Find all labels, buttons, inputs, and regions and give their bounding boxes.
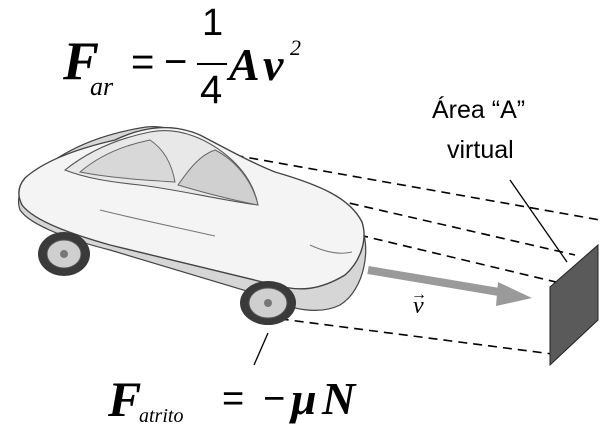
area-symbol: A (229, 39, 260, 90)
fraction-bar (197, 63, 227, 65)
velocity-exponent: 2 (290, 35, 301, 60)
fraction-denominator: 4 (200, 68, 223, 112)
fraction-numerator: 1 (202, 2, 224, 44)
air-force-symbol: F (63, 31, 100, 91)
area-label-line1: Área “A” (432, 96, 526, 124)
normal-force-symbol: N (322, 373, 356, 424)
friction-minus-sign: − (263, 378, 286, 420)
friction-leader-line (253, 332, 269, 366)
airflow-line-lower-mid (329, 227, 561, 284)
virtual-area-panel (549, 243, 599, 367)
velocity-symbol: v (263, 39, 284, 90)
friction-coefficient-symbol: μ (291, 373, 317, 424)
airflow-line-top (204, 149, 601, 221)
airflow-line-bottom (249, 314, 561, 356)
rear-wheel (38, 232, 90, 276)
friction-equals-sign: = (222, 378, 245, 420)
velocity-vector-arrow: → (411, 286, 427, 303)
velocity-label-symbol: v (413, 293, 424, 319)
friction-force-subscript: atrito (139, 405, 184, 427)
friction-force-symbol: F (108, 371, 142, 427)
front-wheel (240, 281, 296, 325)
air-equals-sign: = (131, 40, 155, 84)
area-leader-line (509, 179, 568, 263)
velocity-arrow (367, 266, 532, 306)
area-label-line2: virtual (447, 136, 514, 164)
car-illustration (17, 126, 367, 325)
air-minus-sign: − (164, 40, 188, 84)
air-force-subscript: ar (90, 72, 114, 101)
